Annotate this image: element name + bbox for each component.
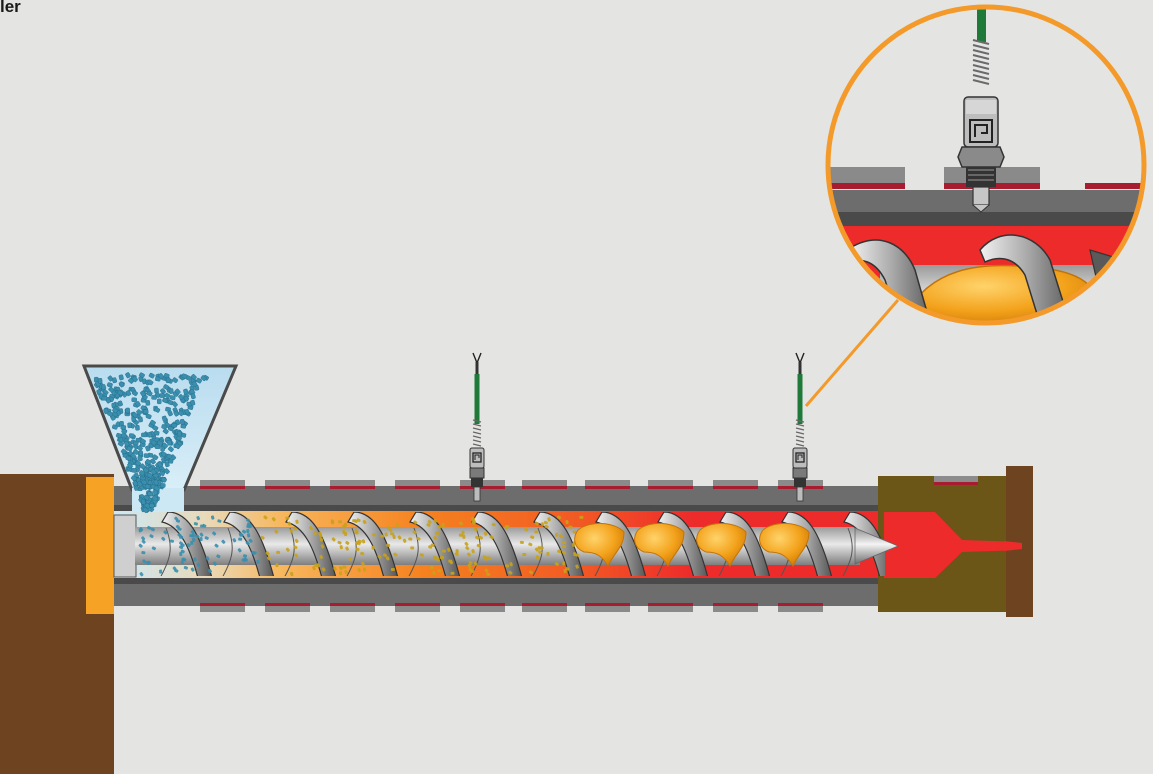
pressure-sensor-1 xyxy=(470,353,484,501)
pressure-sensor-2 xyxy=(793,353,807,501)
detail-callout xyxy=(820,0,1153,346)
nozzle xyxy=(878,466,1033,617)
callout-leader xyxy=(806,300,898,406)
barrel-flange xyxy=(86,477,114,614)
